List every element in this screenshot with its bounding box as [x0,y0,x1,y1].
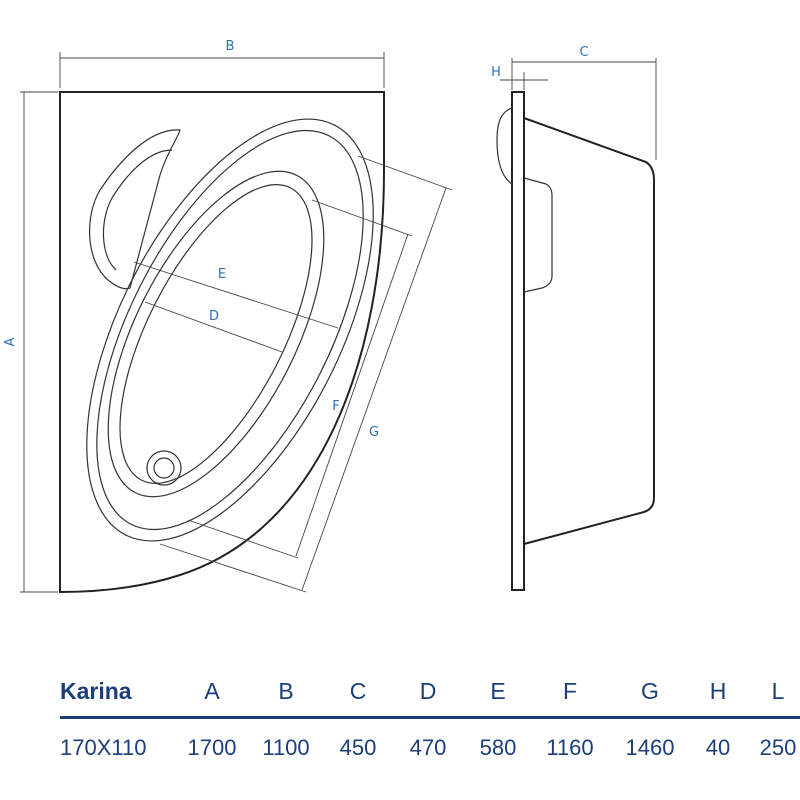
column-header: C [349,678,367,704]
dimension-g: G [159,155,453,593]
table-cell: 250 [759,735,797,760]
model-header: Karina [60,678,132,704]
table-cell: 40 [705,735,731,760]
header-divider [60,716,800,719]
table-cell: 1100 [262,735,310,760]
tub-rim-inner [96,129,364,531]
model-value: 170X110 [60,735,147,760]
column-header: F [562,678,578,704]
spec-table: Karina A B C D E F G H L 170X110 1700 11… [60,672,800,761]
table-cell: 1160 [546,735,594,760]
tub-basin-inner [119,184,313,484]
table-cell: 580 [479,735,517,760]
table-cell: 450 [339,735,377,760]
dimension-h-label: H [491,65,501,80]
column-header: G [641,678,659,704]
dimension-c: C [511,45,657,160]
bathtub-technical-drawing: A B E D F G [3,39,657,594]
table-cell: 470 [409,735,447,760]
side-rim-plate [511,91,525,591]
dimension-b-label: B [226,39,235,54]
side-view: C H [491,45,657,591]
column-header: L [771,678,785,704]
tub-outer-outline [59,91,385,594]
dimension-e: E [133,261,339,329]
table-cell: 1700 [187,735,237,760]
dimension-f-label: F [332,399,339,414]
dimension-d-label: D [209,309,219,324]
top-view: A B E D F G [3,39,453,594]
headrest-inner [102,149,173,271]
side-bath-body [523,117,655,545]
column-header: A [204,678,220,704]
spec-table-row: 170X110 1700 1100 450 470 580 1160 1460 … [60,719,800,761]
column-header: B [278,678,294,704]
dimension-f: F [187,199,413,559]
tub-rim-outer [86,118,374,542]
dimension-d: D [144,301,283,353]
dimension-a: A [3,91,58,593]
table-cell: 1460 [625,735,675,760]
tub-basin-outer [107,170,325,498]
dimension-g-label: G [369,425,379,440]
dimension-e-label: E [218,267,226,282]
column-header: E [490,678,506,704]
side-apron-lip [496,107,513,185]
dimension-c-label: C [579,45,588,60]
dimension-h: H [491,65,548,90]
dimension-a-label: A [3,337,18,346]
side-headrest [523,177,553,293]
drain-inner [153,457,175,479]
spec-table-header: Karina A B C D E F G H L [60,672,800,714]
headrest-shape [88,129,181,290]
drain-outer [146,450,182,486]
column-header: H [709,678,727,704]
column-header: D [419,678,437,704]
dimension-b: B [59,39,385,88]
